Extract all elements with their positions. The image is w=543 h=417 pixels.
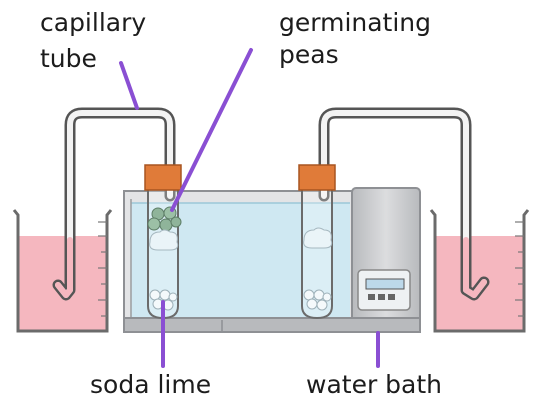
right-rubber-bung (298, 164, 336, 191)
label-soda-lime: soda lime (90, 370, 212, 399)
control-panel (357, 269, 411, 311)
left-cotton-wool (149, 229, 179, 251)
label-germinating-line1: germinating (279, 8, 432, 37)
label-water-bath: water bath (306, 370, 443, 399)
water-bath-base (123, 317, 421, 333)
label-germinating-line2: peas (279, 40, 339, 69)
label-capillary-line2: tube (40, 44, 97, 73)
left-boiling-tube (144, 164, 182, 320)
right-beaker (429, 209, 530, 333)
control-button-2 (378, 294, 385, 300)
left-capillary-tube (52, 107, 176, 301)
capillary-tube-pointer (119, 61, 139, 110)
soda-lime-granules-right (303, 289, 332, 311)
control-button-1 (368, 294, 375, 300)
germinating-peas-pointer (170, 48, 253, 212)
right-capillary-tube (318, 107, 490, 301)
left-beaker (12, 209, 113, 333)
display-screen (365, 278, 405, 290)
right-boiling-tube (298, 164, 336, 320)
control-button-3 (388, 294, 395, 300)
right-cotton-wool (303, 227, 333, 249)
water-bath-control-unit (351, 187, 421, 331)
label-capillary-line1: capillary (40, 8, 147, 37)
soda-lime-granules-left (149, 289, 178, 311)
germinating-peas (147, 206, 182, 232)
left-rubber-bung (144, 164, 182, 191)
